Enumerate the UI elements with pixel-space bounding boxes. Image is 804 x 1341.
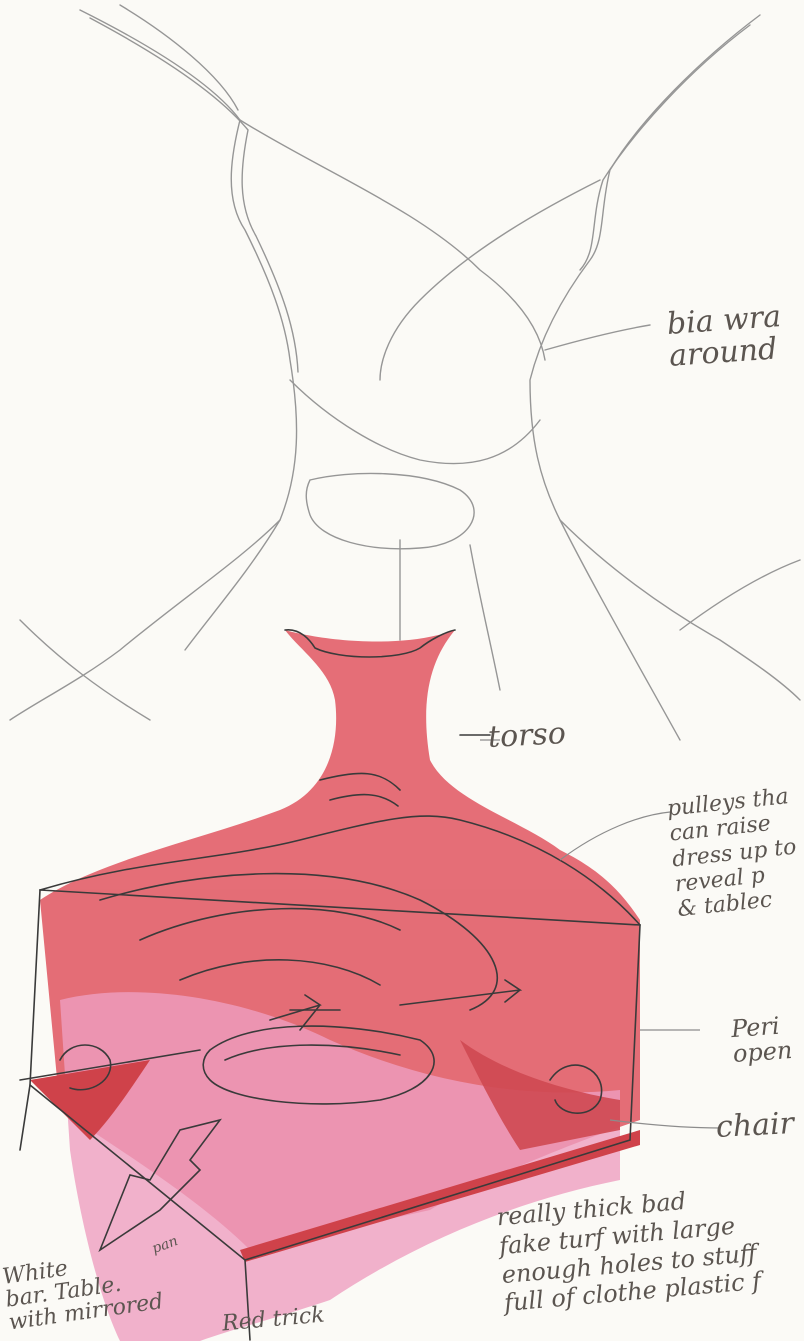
annotation-turf: really thick bad fake turf with large en… [495,1181,762,1318]
annotation-chair: chair [715,1108,794,1144]
annotation-pulleys: pulleys tha can raise dress up to reveal… [666,784,803,923]
annotation-peri: Peri open [730,1013,793,1067]
annotation-bia-wrap: bia wra around [666,301,784,372]
annotation-torso: torso [487,718,566,754]
